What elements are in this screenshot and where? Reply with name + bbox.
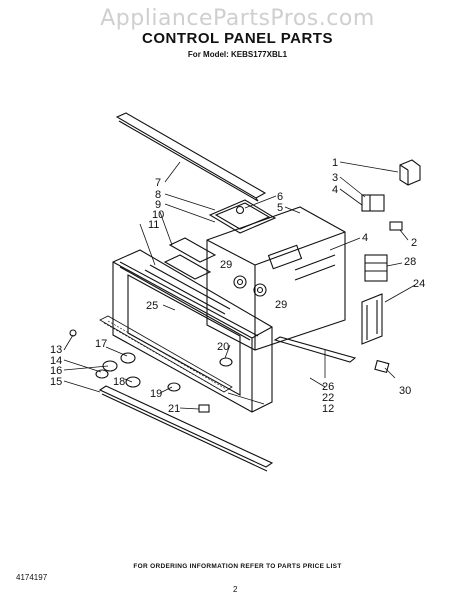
callout-5: 5 [277,202,283,214]
callout-4-lower: 4 [362,232,368,244]
callout-28: 28 [404,256,416,268]
display-overlay [163,237,217,280]
control-board [206,206,346,351]
knob-assembly [69,205,390,413]
callout-30: 30 [399,385,411,397]
callout-labels: 1 2 3 4 4 5 6 7 8 9 10 11 12 13 14 15 16… [50,157,425,415]
callout-15: 15 [50,376,62,388]
callout-7: 7 [155,177,161,189]
callout-13: 13 [50,344,62,356]
callout-29-right: 29 [275,299,287,311]
relay [399,159,421,186]
callout-12: 12 [322,403,334,415]
display-window [208,199,277,234]
callout-16: 16 [50,365,62,377]
mounting-bracket [361,293,383,345]
top-trim-strip [115,112,267,202]
callout-29-left: 29 [220,259,232,271]
callout-24: 24 [413,278,425,290]
page-title: CONTROL PANEL PARTS [142,30,333,47]
switch-block [361,194,385,212]
callout-26: 26 [322,381,334,393]
control-panel-bezel [99,249,273,413]
callout-2: 2 [411,237,417,249]
callout-19: 19 [150,388,162,400]
page-number: 2 [233,585,238,594]
bottom-trim-strip [98,385,274,472]
transformer [364,254,388,282]
watermark: AppliancePartsPros.com [100,6,375,31]
callout-8: 8 [155,189,161,201]
leader-lines [63,161,416,410]
callout-14: 14 [50,355,62,367]
callout-21: 21 [168,403,180,415]
callout-17: 17 [95,338,107,350]
callout-1: 1 [332,157,338,169]
rail-bar [273,336,357,363]
callout-18: 18 [113,376,125,388]
callout-10: 10 [152,209,164,221]
clip [389,221,403,231]
document-number: 4174197 [16,573,48,582]
ordering-note: FOR ORDERING INFORMATION REFER TO PARTS … [133,563,342,570]
callout-6: 6 [277,191,283,203]
callout-3: 3 [332,172,338,184]
model-subtitle: For Model: KEBS177XBL1 [187,50,288,59]
callout-9: 9 [155,199,161,211]
callout-11: 11 [148,219,159,231]
callout-25: 25 [146,300,158,312]
callout-20: 20 [217,341,229,353]
callout-4-top: 4 [332,184,338,196]
callout-22: 22 [322,392,334,404]
